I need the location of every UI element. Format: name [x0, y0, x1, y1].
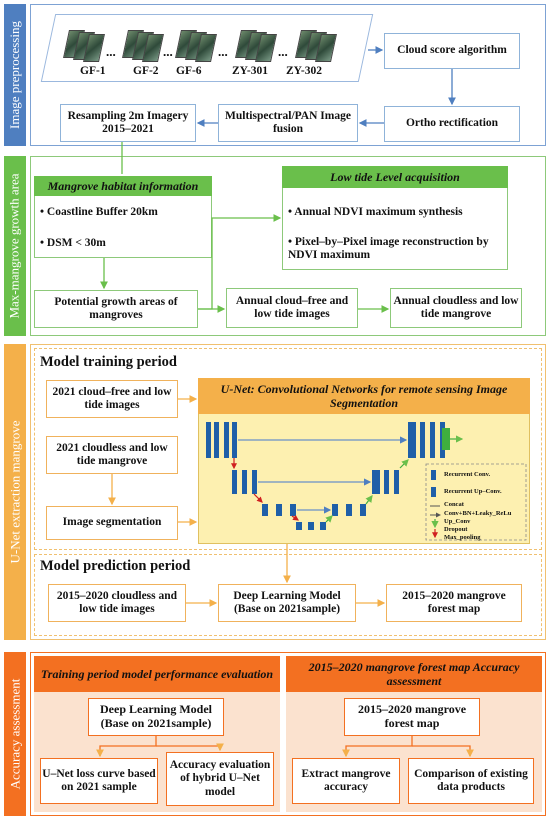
segmentation-box: Image segmentation — [46, 506, 178, 540]
legend-item: Recurrent Conv. — [444, 471, 491, 479]
extract-accuracy-box: Extract mangrove accuracy — [292, 758, 400, 804]
satellite-label: GF-6 — [176, 65, 202, 77]
satellite-label: GF-2 — [133, 65, 159, 77]
image-fusion-box: Multispectral/PAN Image fusion — [218, 104, 358, 142]
satellite-label: GF-1 — [80, 65, 106, 77]
section-label-growth-area: Max-mangrove growth area — [4, 156, 26, 336]
unet-title: U-Net: Convolutional Networks for remote… — [198, 378, 530, 414]
section-label-unet: U-Net extraction mangrove — [4, 344, 26, 640]
section-label-accuracy: Accuracy assessment — [4, 652, 26, 816]
growth-area-panel — [30, 156, 546, 336]
preprocessing-panel — [30, 4, 546, 146]
legend-item: Concat — [444, 501, 464, 509]
ellipsis: ... — [278, 44, 288, 59]
legend-item: Up_Conv — [444, 517, 471, 525]
accuracy-right-title: 2015–2020 mangrove forest map Accuracy a… — [286, 656, 542, 692]
annual-cloudfree-box: Annual cloud–free and low tide images — [226, 288, 358, 328]
potential-growth-box: Potential growth areas of mangroves — [34, 290, 198, 328]
legend-item: Dropout — [444, 525, 468, 533]
images-2015-2020-box: 2015–2020 cloudless and low tide images — [48, 584, 186, 622]
prediction-frame — [34, 554, 542, 636]
ellipsis: ... — [163, 44, 173, 59]
ortho-rectification-box: Ortho rectification — [384, 106, 520, 142]
annual-cloudless-box: Annual cloudless and low tide mangrove — [390, 288, 522, 328]
ellipsis: ... — [106, 44, 116, 59]
accuracy-panel — [30, 652, 546, 816]
coastline-item: • Coastline Buffer 20km — [40, 206, 158, 218]
cloudfree-2021-box: 2021 cloud–free and low tide images — [46, 380, 178, 418]
pixel-reconstruction-item: • Pixel–by–Pixel image reconstruction by… — [288, 236, 489, 262]
section-label-preprocessing: Image preprocessing — [4, 4, 26, 146]
training-title: Model training period — [40, 354, 177, 370]
satellite-label: ZY-302 — [286, 65, 322, 77]
lowtide-title: Low tide Level acquisition — [282, 166, 508, 188]
cloud-score-box: Cloud score algorithm — [384, 33, 520, 69]
hybrid-eval-box: Accuracy evaluation of hybrid U–Net mode… — [166, 752, 274, 806]
resampling-box: Resampling 2m Imagery 2015–2021 — [60, 104, 196, 142]
dsm-item: • DSM < 30m — [40, 237, 106, 249]
prediction-title: Model prediction period — [40, 558, 191, 574]
legend-item: Recurrent Up–Conv. — [444, 488, 502, 496]
habitat-title: Mangrove habitat information — [34, 176, 212, 196]
training-frame — [34, 348, 542, 550]
accuracy-left-title: Training period model performance evalua… — [34, 656, 280, 692]
accuracy-dl-model-box: Deep Learning Model (Base on 2021sample) — [88, 698, 224, 736]
unet-legend: Recurrent Conv. Recurrent Up–Conv. Conca… — [444, 467, 526, 542]
accuracy-forest-map-box: 2015–2020 mangrove forest map — [344, 698, 480, 736]
legend-item: Max_pooling — [444, 533, 481, 541]
satellite-label: ZY-301 — [232, 65, 268, 77]
cloudless-2021-box: 2021 cloudless and low tide mangrove — [46, 436, 178, 474]
forest-map-box: 2015–2020 mangrove forest map — [386, 584, 522, 622]
loss-curve-box: U–Net loss curve based on 2021 sample — [40, 758, 158, 804]
unet-panel — [30, 344, 546, 640]
dl-model-box: Deep Learning Model (Base on 2021sample) — [218, 584, 356, 622]
ellipsis: ... — [218, 44, 228, 59]
comparison-box: Comparison of existing data products — [408, 758, 534, 804]
legend-item: Conv+BN+Leaky_ReLu — [444, 509, 512, 517]
ndvi-synthesis-item: • Annual NDVI maximum synthesis — [288, 206, 463, 218]
